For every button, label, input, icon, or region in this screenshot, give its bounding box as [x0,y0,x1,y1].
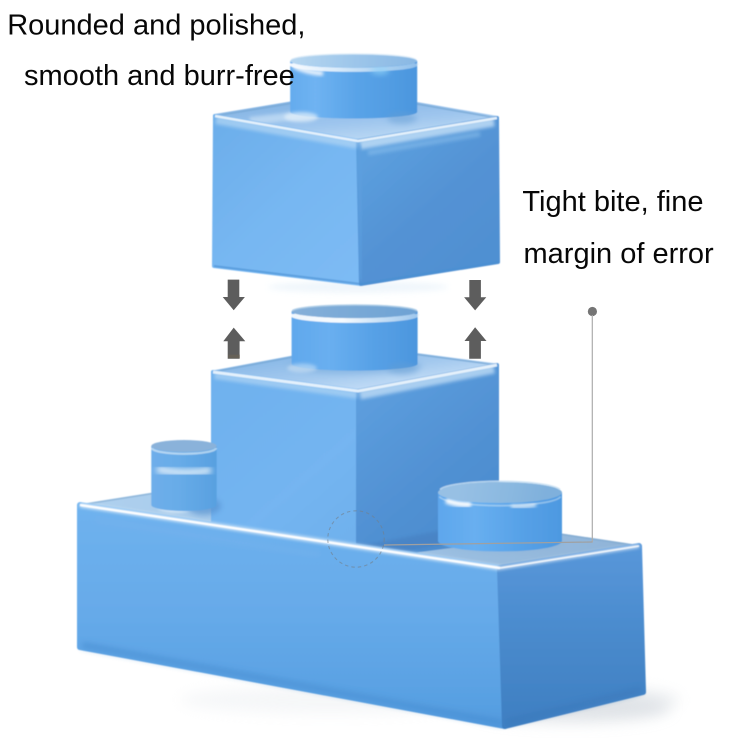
svg-text:Tight bite, fine: Tight bite, fine [522,186,703,218]
svg-text:margin of error: margin of error [524,238,715,270]
svg-text:Rounded and polished,: Rounded and polished, [7,10,305,42]
svg-text:smooth and burr-free: smooth and burr-free [24,60,295,92]
